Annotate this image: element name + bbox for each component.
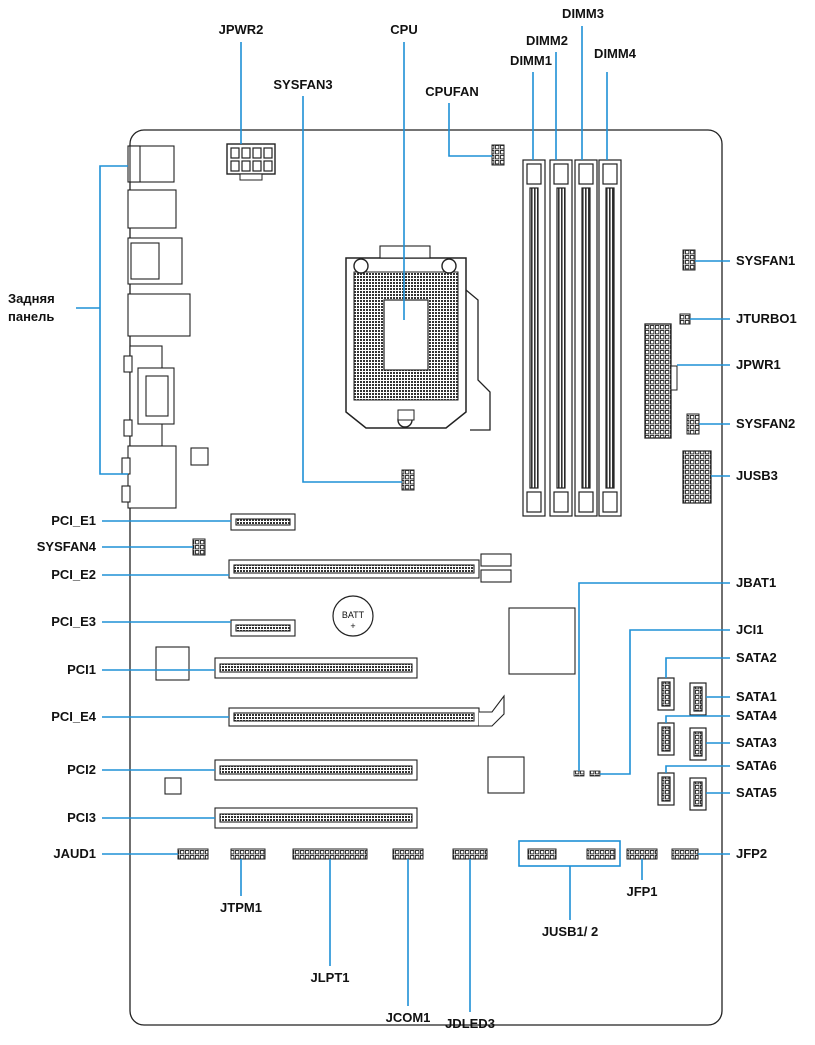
label-pci3: PCI3 bbox=[67, 810, 96, 825]
label-sata5: SATA5 bbox=[736, 785, 777, 800]
small-chips bbox=[155, 447, 576, 795]
label-dimm4: DIMM4 bbox=[594, 46, 636, 61]
label-sata3: SATA3 bbox=[736, 735, 777, 750]
board-outline bbox=[129, 129, 723, 1026]
jpwr1-connector bbox=[644, 323, 678, 439]
sysfan4-header bbox=[192, 538, 206, 556]
label-pci-e2: PCI_E2 bbox=[51, 567, 96, 582]
label-jfp1: JFP1 bbox=[626, 884, 658, 899]
label-jcom1: JCOM1 bbox=[385, 1010, 431, 1025]
label-pci2: PCI2 bbox=[67, 762, 96, 777]
label-jusb12: JUSB1/ 2 bbox=[541, 924, 599, 939]
label-jturbo1: JTURBO1 bbox=[736, 311, 797, 326]
label-rear-panel-line2: панель bbox=[8, 309, 55, 324]
label-jusb3: JUSB3 bbox=[736, 468, 778, 483]
cpufan-header bbox=[491, 144, 505, 166]
battery-label: BATT + bbox=[332, 610, 374, 632]
sysfan1-header bbox=[682, 249, 696, 271]
battery-label-line2: + bbox=[350, 621, 356, 631]
cpu-socket bbox=[345, 245, 491, 431]
label-rear-panel-line1: Задняя bbox=[8, 291, 55, 306]
jpwr2-connector bbox=[226, 143, 276, 181]
label-sysfan3: SYSFAN3 bbox=[273, 77, 333, 92]
jusb3-header bbox=[682, 450, 712, 504]
label-jci1: JCI1 bbox=[736, 622, 764, 637]
sata-connectors bbox=[657, 677, 707, 811]
jci1-header bbox=[589, 770, 601, 777]
label-pci-e4: PCI_E4 bbox=[51, 709, 96, 724]
expansion-slots bbox=[214, 513, 512, 829]
label-sata6: SATA6 bbox=[736, 758, 777, 773]
sysfan3-header bbox=[401, 469, 415, 491]
label-jtpm1: JTPM1 bbox=[220, 900, 262, 915]
label-pci-e3: PCI_E3 bbox=[51, 614, 96, 629]
battery-label-line1: BATT bbox=[341, 610, 365, 620]
sysfan2-header bbox=[686, 413, 700, 435]
label-jlpt1: JLPT1 bbox=[310, 970, 350, 985]
label-sysfan2: SYSFAN2 bbox=[736, 416, 796, 431]
label-sysfan1: SYSFAN1 bbox=[736, 253, 796, 268]
label-dimm2: DIMM2 bbox=[526, 33, 568, 48]
label-sata1: SATA1 bbox=[736, 689, 777, 704]
label-sysfan4: SYSFAN4 bbox=[36, 539, 96, 554]
battery-outline bbox=[332, 595, 374, 637]
label-sata4: SATA4 bbox=[736, 708, 777, 723]
dimm-slots bbox=[522, 159, 622, 517]
label-pci1: PCI1 bbox=[67, 662, 96, 677]
label-jdled3: JDLED3 bbox=[445, 1016, 495, 1031]
label-jfp2: JFP2 bbox=[736, 846, 768, 861]
callout-lines bbox=[76, 26, 730, 1012]
label-pci-e1: PCI_E1 bbox=[51, 513, 96, 528]
label-jbat1: JBAT1 bbox=[736, 575, 777, 590]
label-jpwr1: JPWR1 bbox=[736, 357, 781, 372]
label-dimm3: DIMM3 bbox=[562, 6, 604, 21]
bottom-headers bbox=[177, 840, 699, 867]
jturbo1-header bbox=[679, 313, 691, 325]
label-sata2: SATA2 bbox=[736, 650, 777, 665]
label-cpufan: CPUFAN bbox=[425, 84, 479, 99]
label-cpu: CPU bbox=[390, 22, 418, 37]
jbat1-jumper bbox=[573, 770, 585, 777]
label-dimm1: DIMM1 bbox=[510, 53, 552, 68]
label-jpwr2: JPWR2 bbox=[218, 22, 264, 37]
rear-panel-io bbox=[121, 145, 191, 509]
label-jaud1: JAUD1 bbox=[53, 846, 96, 861]
